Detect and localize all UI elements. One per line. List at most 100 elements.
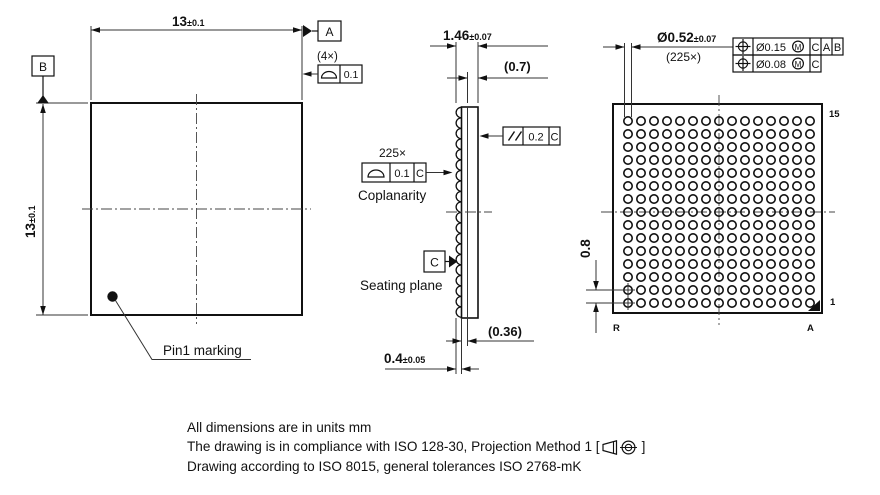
coplanarity-datum: C: [416, 168, 424, 180]
solder-ball: [661, 246, 672, 257]
solder-ball: [713, 129, 724, 140]
solder-ball: [791, 297, 802, 308]
solder-ball: [739, 246, 750, 257]
solder-ball: [674, 129, 685, 140]
solder-ball: [778, 271, 789, 282]
first-angle-projection-icon: [601, 439, 637, 455]
solder-ball: [804, 155, 815, 166]
solder-ball: [635, 246, 646, 257]
solder-ball: [700, 181, 711, 192]
col-left-label: R: [613, 323, 620, 334]
coplanarity-count: 225×: [379, 146, 406, 160]
solder-ball: [778, 194, 789, 205]
solder-ball: [752, 142, 763, 153]
solder-ball: [635, 233, 646, 244]
solder-ball-bump: [455, 211, 462, 224]
fcf2-tol: Ø0.08: [756, 59, 786, 71]
solder-ball: [778, 258, 789, 269]
solder-ball: [700, 297, 711, 308]
solder-ball: [739, 181, 750, 192]
solder-ball: [752, 168, 763, 179]
seating-plane-label: Seating plane: [360, 278, 443, 293]
solder-ball: [687, 246, 698, 257]
solder-ball: [635, 207, 646, 218]
package-body-outline: [460, 106, 479, 319]
solder-ball: [739, 142, 750, 153]
solder-ball: [648, 142, 659, 153]
solder-ball: [726, 271, 737, 282]
solder-ball: [752, 271, 763, 282]
solder-ball-bump: [455, 169, 462, 182]
solder-ball: [765, 129, 776, 140]
solder-ball: [739, 271, 750, 282]
solder-ball: [661, 207, 672, 218]
solder-ball-bump: [455, 295, 462, 308]
solder-ball: [752, 194, 763, 205]
solder-ball: [804, 116, 815, 127]
solder-ball: [648, 233, 659, 244]
coplanarity-label: Coplanarity: [358, 188, 427, 203]
solder-ball: [791, 220, 802, 231]
solder-ball: [700, 258, 711, 269]
solder-ball: [622, 142, 633, 153]
profile-fcf-tol: 0.1: [344, 69, 359, 81]
solder-ball: [700, 220, 711, 231]
solder-ball: [765, 194, 776, 205]
solder-ball: [635, 297, 646, 308]
solder-ball: [713, 155, 724, 166]
solder-ball: [752, 116, 763, 127]
dim-ball-dia-text: Ø0.52±0.07: [657, 30, 716, 45]
solder-ball: [791, 207, 802, 218]
solder-ball: [791, 181, 802, 192]
solder-ball: [726, 181, 737, 192]
solder-ball: [713, 246, 724, 257]
solder-ball: [765, 246, 776, 257]
pin1-leader: [115, 300, 251, 360]
solder-ball: [687, 220, 698, 231]
solder-ball: [765, 168, 776, 179]
solder-ball: [765, 181, 776, 192]
solder-ball: [648, 116, 659, 127]
drawing-notes: All dimensions are in units mm The drawi…: [187, 418, 645, 476]
solder-ball: [778, 142, 789, 153]
solder-ball: [752, 220, 763, 231]
solder-ball: [804, 246, 815, 257]
solder-ball: [804, 284, 815, 295]
solder-ball: [648, 258, 659, 269]
solder-ball: [713, 220, 724, 231]
solder-ball: [713, 207, 724, 218]
solder-ball-bump: [455, 285, 462, 297]
mmc-icon: [791, 57, 804, 70]
solder-ball: [726, 168, 737, 179]
solder-ball: [778, 246, 789, 257]
solder-ball: [648, 181, 659, 192]
parallelism-icon: [507, 131, 516, 141]
fcf1-tol: Ø0.15: [756, 42, 786, 54]
solder-ball: [804, 194, 815, 205]
solder-ball: [765, 233, 776, 244]
solder-ball: [622, 246, 633, 257]
solder-ball: [661, 258, 672, 269]
solder-ball: [739, 168, 750, 179]
mmc-icon: [791, 40, 804, 53]
solder-ball-bump: [455, 243, 462, 255]
arrowhead: [478, 43, 487, 49]
parallelism-datum: C: [551, 132, 559, 144]
solder-ball: [700, 194, 711, 205]
solder-ball: [791, 284, 802, 295]
solder-ball: [752, 207, 763, 218]
note-line-1: All dimensions are in units mm: [187, 420, 372, 435]
solder-ball-bump: [455, 138, 462, 150]
solder-ball: [661, 220, 672, 231]
solder-ball: [791, 129, 802, 140]
solder-ball: [622, 258, 633, 269]
fcf-box: [732, 54, 822, 73]
solder-ball: [635, 142, 646, 153]
solder-ball: [661, 284, 672, 295]
solder-ball: [674, 155, 685, 166]
solder-ball: [739, 194, 750, 205]
package-outline: [612, 103, 823, 314]
solder-ball: [752, 155, 763, 166]
solder-ball: [687, 258, 698, 269]
